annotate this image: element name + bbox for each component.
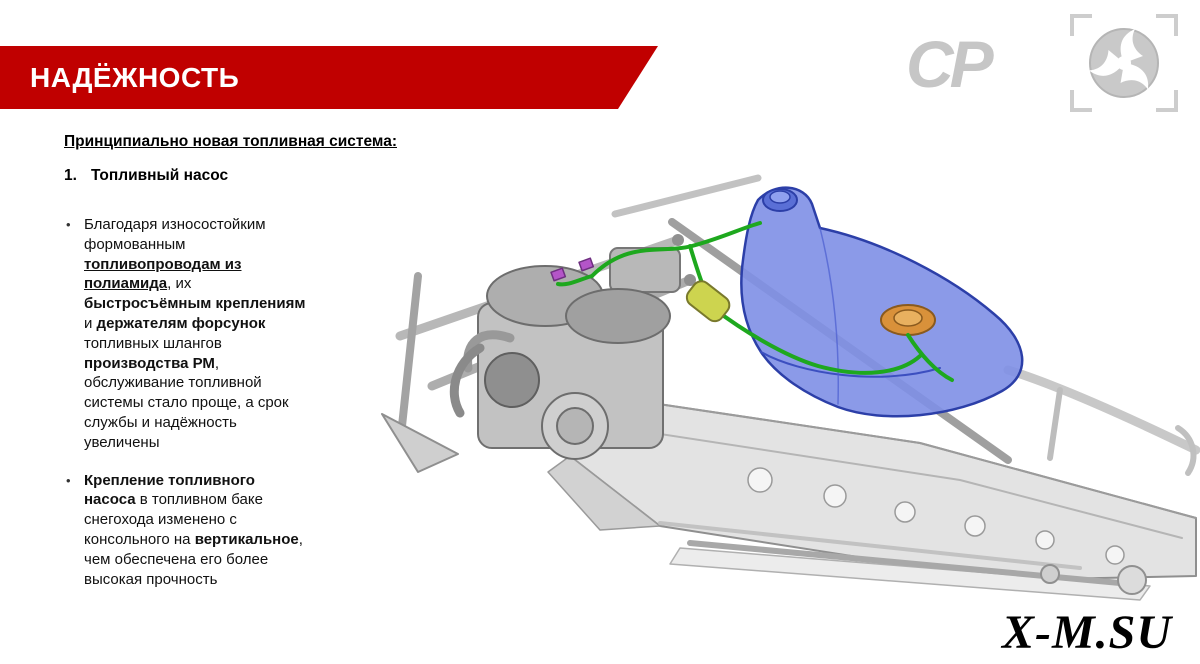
- slide-title: НАДЁЖНОСТЬ: [30, 61, 240, 93]
- track-rails: [658, 521, 1151, 601]
- title-banner: НАДЁЖНОСТЬ: [0, 46, 658, 109]
- snowmobile-illustration: [381, 174, 1200, 601]
- watermark: X-M.SU: [1001, 606, 1172, 659]
- rear-rack: [1003, 365, 1200, 476]
- emblem-frame-corners: [1070, 14, 1178, 112]
- fuel-lines: [556, 221, 954, 382]
- brand-emblem-logo-icon: [1070, 14, 1178, 112]
- section-heading: Принципиально новая топливная система:: [64, 133, 397, 150]
- quick-release-clamps: [550, 257, 595, 282]
- numbered-item: 1. Топливный насос: [64, 167, 398, 185]
- bullet-item-1: Благодаря износостойким формованным топл…: [64, 215, 306, 453]
- bullet-text-1: Благодаря износостойким формованным топл…: [84, 216, 306, 451]
- fuel-tank: [740, 186, 1024, 418]
- bullet-list: Благодаря износостойким формованным топл…: [64, 215, 306, 589]
- bullet-text-2: Крепление топливного насоса в топливном …: [84, 471, 303, 588]
- chassis-tunnel: [547, 392, 1197, 581]
- bullet-item-2: Крепление топливного насоса в топливном …: [64, 471, 306, 590]
- brand-letters-text: СР: [906, 27, 995, 99]
- brand-letters-logo-icon: СР: [906, 27, 999, 99]
- content-column: Принципиально новая топливная система: 1…: [64, 133, 398, 607]
- item-number: 1.: [64, 167, 77, 184]
- fuel-filter: [685, 280, 731, 323]
- engine-block: [449, 247, 681, 460]
- item-label: Топливный насос: [90, 167, 229, 184]
- emblem-turbine-icon: [1089, 28, 1159, 98]
- logo-group: СР: [904, 8, 1184, 118]
